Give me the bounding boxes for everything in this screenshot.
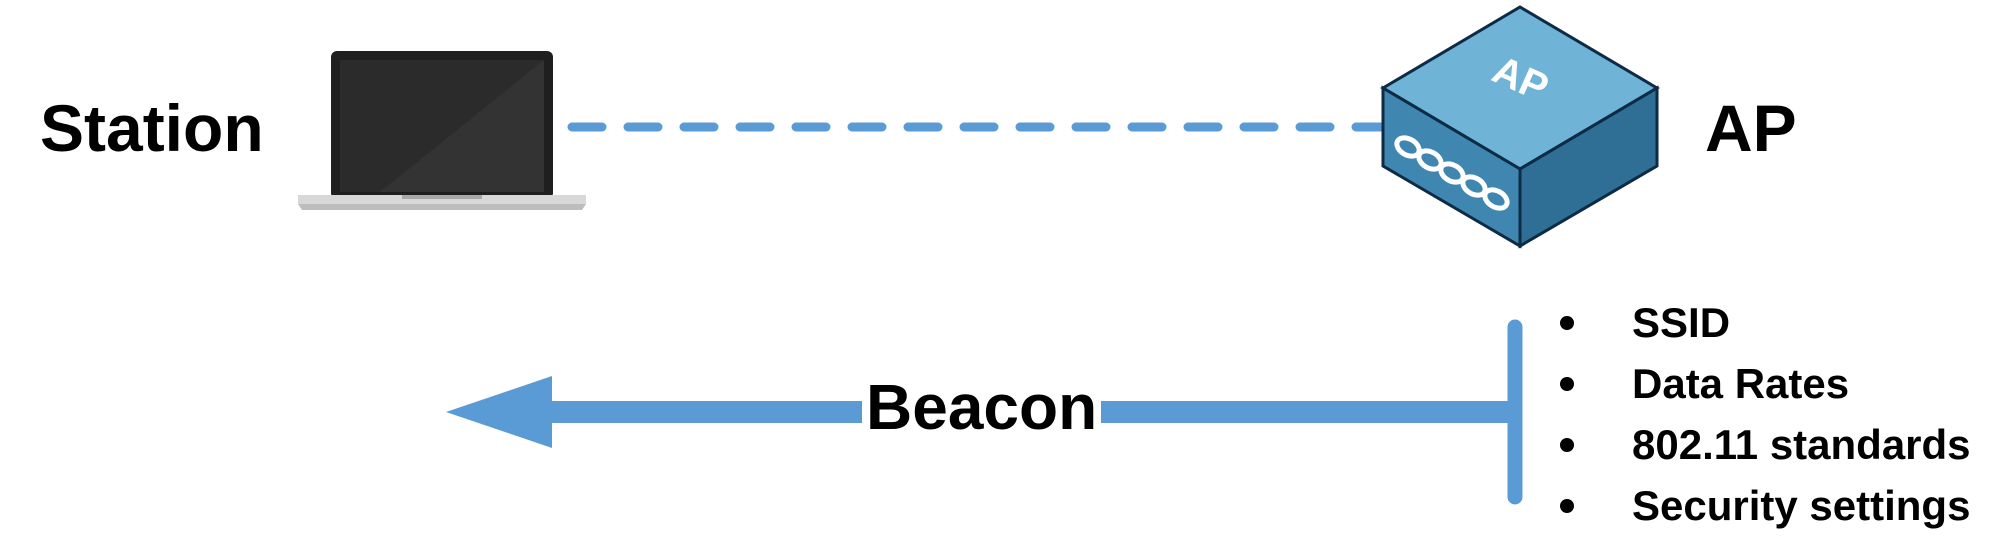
bullet-icon: [1560, 316, 1574, 330]
access-point-icon: AP: [1380, 5, 1660, 249]
list-item-text: SSID: [1632, 299, 1731, 346]
beacon-label: Beacon: [862, 370, 1102, 444]
bullet-icon: [1560, 438, 1574, 452]
antenna-wave-icon: [1394, 135, 1510, 211]
list-item-text: Security settings: [1632, 482, 1971, 529]
bullet-icon: [1560, 499, 1574, 513]
list-item-text: Data Rates: [1632, 360, 1850, 407]
list-item-text: 802.11 standards: [1632, 421, 1971, 468]
laptop-icon: [298, 51, 586, 210]
list-item: Data Rates: [1560, 353, 1971, 414]
beacon-contents-list: SSID Data Rates 802.11 standards Securit…: [1560, 292, 1971, 536]
list-item: Security settings: [1560, 475, 1971, 536]
list-item: 802.11 standards: [1560, 414, 1971, 475]
ap-label: AP: [1705, 91, 1797, 165]
arrowhead-left-icon: [446, 376, 552, 448]
bullet-icon: [1560, 377, 1574, 391]
list-item: SSID: [1560, 292, 1971, 353]
station-label: Station: [40, 91, 264, 165]
